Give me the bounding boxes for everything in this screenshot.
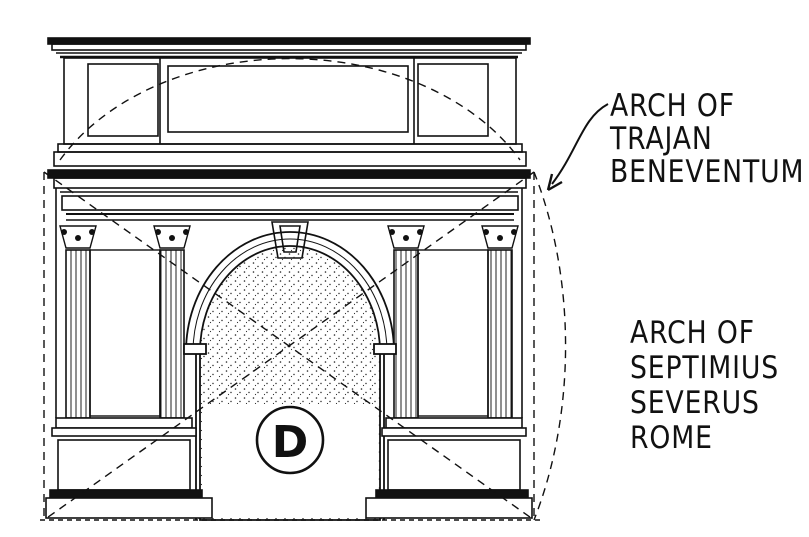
badge-letter: D (272, 417, 309, 468)
label-trajan-line3: BENEVENTUM (610, 154, 805, 190)
label-severus-line2: SEPTIMIUS (630, 350, 780, 386)
pier-edges (55, 188, 523, 418)
pedestals (45, 417, 533, 519)
construction-lines (40, 57, 567, 521)
leader-arrow (546, 103, 609, 192)
side-bays (89, 249, 489, 417)
attic (47, 37, 531, 167)
label-severus-line1: ARCH OF (630, 315, 755, 351)
label-severus-line4: ROME (630, 420, 713, 456)
label-arch-of-trajan: ARCH OF TRAJAN BENEVENTUM (610, 90, 804, 189)
arch-opening (183, 231, 397, 521)
label-trajan-line2: TRAJAN (610, 121, 713, 157)
capitals (59, 225, 519, 249)
label-trajan-line1: ARCH OF (610, 88, 735, 124)
label-arch-of-septimius-severus: ARCH OF SEPTIMIUS SEVERUS ROME (630, 316, 779, 456)
label-severus-line3: SEVERUS (630, 385, 760, 421)
badge-d: D (255, 405, 325, 475)
entablature (47, 169, 531, 259)
